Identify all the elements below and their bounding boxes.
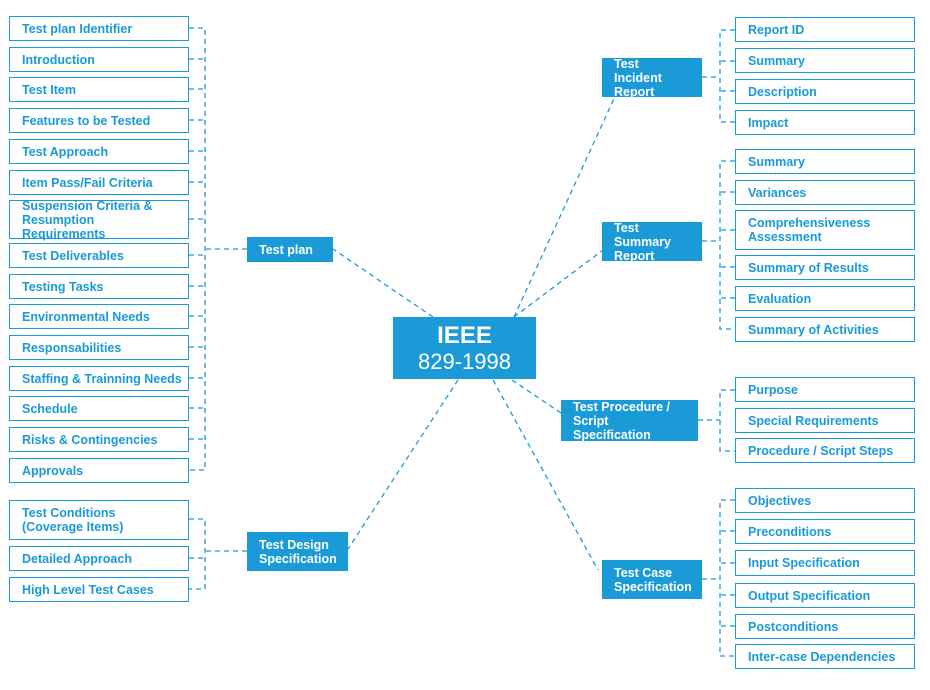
item-input-specification: Input Specification: [735, 550, 915, 576]
center-title: IEEE: [437, 321, 492, 349]
item-objectives: Objectives: [735, 488, 915, 513]
item-purpose: Purpose: [735, 377, 915, 402]
connector-center-test-plan: [332, 248, 434, 318]
item-test-approach: Test Approach: [9, 139, 189, 164]
item-responsabilities: Responsabilities: [9, 335, 189, 360]
item-special-requirements: Special Requirements: [735, 408, 915, 433]
item-preconditions: Preconditions: [735, 519, 915, 544]
item-testing-tasks: Testing Tasks: [9, 274, 189, 299]
connector-center-procedure: [511, 379, 562, 414]
connector-center-summary-report: [513, 249, 604, 318]
item-test-plan-identifier: Test plan Identifier: [9, 16, 189, 41]
item-staffing-needs: Staffing & Trainning Needs: [9, 366, 189, 391]
item-test-item: Test Item: [9, 77, 189, 102]
category-summary-report: Test Summary Report: [602, 221, 702, 263]
item-test-deliverables: Test Deliverables: [9, 243, 189, 268]
bracket-incident: [702, 29, 735, 123]
bracket-test-case: [702, 499, 735, 657]
item-report-id: Report ID: [735, 17, 915, 42]
category-test-design: Test Design Specification: [247, 532, 348, 571]
category-procedure-specification: Test Procedure / Script Specification: [561, 400, 698, 442]
item-evaluation: Evaluation: [735, 286, 915, 311]
item-features-to-be-tested: Features to be Tested: [9, 108, 189, 133]
item-detailed-approach: Detailed Approach: [9, 546, 189, 571]
item-summary: Summary: [735, 149, 915, 174]
item-schedule: Schedule: [9, 396, 189, 421]
category-test-plan: Test plan: [247, 237, 333, 262]
bracket-test-plan: [189, 27, 247, 471]
item-summary-of-activities: Summary of Activities: [735, 317, 915, 342]
category-incident-report: Test Incident Report: [602, 57, 702, 99]
bracket-test-design: [189, 518, 247, 590]
item-procedure-script-steps: Procedure / Script Steps: [735, 438, 915, 463]
item-high-level-test-cases: High Level Test Cases: [9, 577, 189, 602]
connector-center-incident: [513, 91, 618, 318]
item-incident-summary: Summary: [735, 48, 915, 73]
bracket-procedure: [698, 389, 735, 452]
item-variances: Variances: [735, 180, 915, 205]
item-pass-fail-criteria: Item Pass/Fail Criteria: [9, 170, 189, 195]
item-test-conditions: Test Conditions (Coverage Items): [9, 500, 189, 540]
connector-center-test-design: [347, 379, 459, 550]
item-description: Description: [735, 79, 915, 104]
item-introduction: Introduction: [9, 47, 189, 72]
item-environmental-needs: Environmental Needs: [9, 304, 189, 329]
item-comprehensiveness-assessment: Comprehensiveness Assessment: [735, 210, 915, 250]
item-suspension-criteria: Suspension Criteria & Resumption Require…: [9, 199, 189, 241]
center-subtitle: 829-1998: [418, 348, 511, 374]
item-inter-case-dependencies: Inter-case Dependencies: [735, 644, 915, 669]
item-impact: Impact: [735, 110, 915, 135]
item-risks-contingencies: Risks & Contingencies: [9, 427, 189, 452]
item-approvals: Approvals: [9, 458, 189, 483]
bracket-summary-report: [702, 160, 735, 330]
category-test-case-specification: Test Case Specification: [602, 560, 702, 599]
item-output-specification: Output Specification: [735, 583, 915, 608]
center-node: IEEE 829-1998: [393, 317, 536, 379]
connector-center-test-case: [492, 379, 599, 571]
item-postconditions: Postconditions: [735, 614, 915, 639]
item-summary-of-results: Summary of Results: [735, 255, 915, 280]
